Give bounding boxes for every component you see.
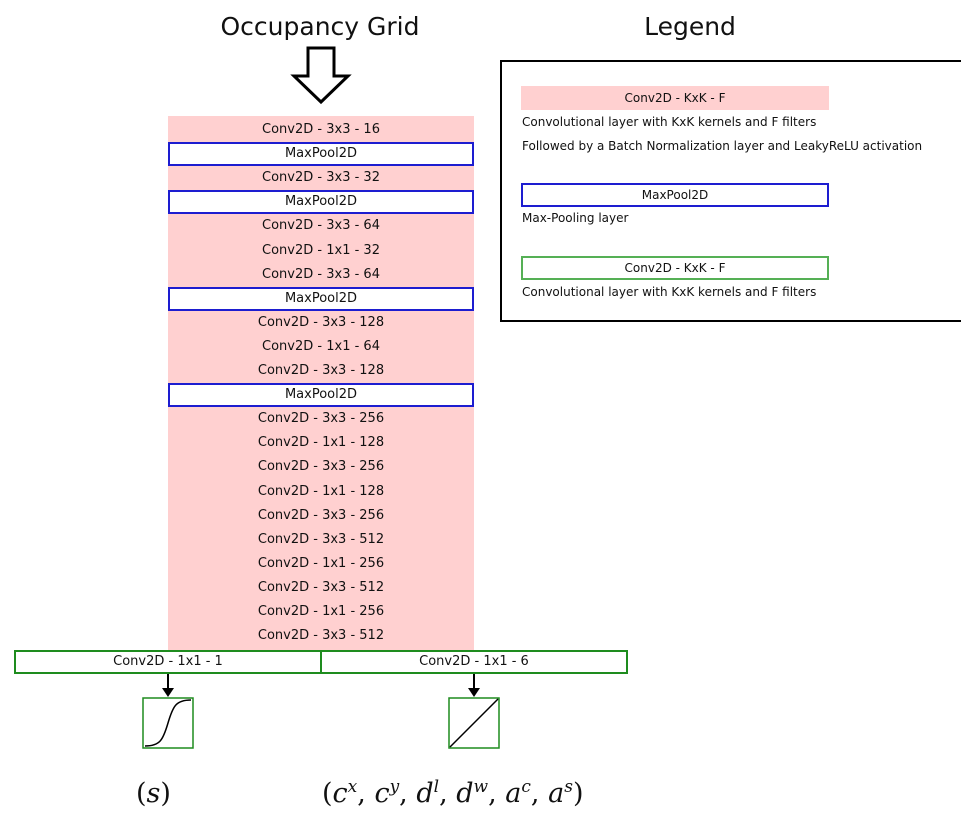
legend-head-desc: Convolutional layer with KxK kernels and… — [522, 285, 817, 299]
legend-pool-desc: Max-Pooling layer — [522, 211, 629, 225]
conv-layer: Conv2D - 1x1 - 128 — [257, 484, 385, 499]
linear-icon — [448, 697, 500, 749]
output-term: dl — [416, 777, 440, 809]
legend-pool-swatch: MaxPool2D — [521, 183, 829, 207]
output-left-math: (s) — [136, 778, 171, 809]
conv-layer: Conv2D - 3x3 - 512 — [257, 628, 385, 643]
output-term: dw — [456, 777, 489, 809]
conv-layer: Conv2D - 1x1 - 128 — [257, 435, 385, 450]
conv-layer: Conv2D - 3x3 - 64 — [262, 267, 380, 282]
output-right-math: (cx, cy, dl, dw, ac, as) — [322, 777, 584, 809]
head-conv-right: Conv2D - 1x1 - 6 — [320, 650, 628, 674]
conv-layer: Conv2D - 3x3 - 128 — [257, 315, 385, 330]
maxpool-layer: MaxPool2D — [168, 287, 474, 311]
maxpool-layer: MaxPool2D — [168, 383, 474, 407]
input-title: Occupancy Grid — [220, 12, 420, 41]
legend-conv-swatch: Conv2D - KxK - F — [521, 86, 829, 110]
conv-layer: Conv2D - 3x3 - 256 — [257, 508, 385, 523]
head-right-arrow-icon — [468, 674, 480, 697]
input-arrow-icon — [290, 46, 352, 105]
output-term: as — [548, 777, 573, 809]
conv-layer: Conv2D - 3x3 - 256 — [257, 411, 385, 426]
maxpool-layer: MaxPool2D — [168, 190, 474, 214]
legend-title: Legend — [644, 12, 736, 41]
head-conv-left: Conv2D - 1x1 - 1 — [14, 650, 322, 674]
conv-layer: Conv2D - 3x3 - 128 — [257, 363, 385, 378]
legend-head-swatch: Conv2D - KxK - F — [521, 256, 829, 280]
sigmoid-icon — [142, 697, 194, 749]
conv-layer: Conv2D - 3x3 - 512 — [257, 580, 385, 595]
maxpool-layer: MaxPool2D — [168, 142, 474, 166]
conv-layer: Conv2D - 3x3 - 256 — [257, 459, 385, 474]
output-term: cy — [374, 777, 400, 809]
output-term: ac — [505, 777, 531, 809]
conv-layer: Conv2D - 1x1 - 256 — [257, 556, 385, 571]
head-left-arrow-icon — [162, 674, 174, 697]
conv-layer: Conv2D - 1x1 - 32 — [262, 243, 380, 258]
conv-layer: Conv2D - 3x3 - 512 — [257, 532, 385, 547]
output-heads-graphic — [142, 674, 500, 749]
legend-conv-desc2: Followed by a Batch Normalization layer … — [522, 139, 923, 153]
conv-layer: Conv2D - 3x3 - 16 — [262, 122, 380, 137]
output-term: cx — [332, 777, 358, 809]
conv-layer: Conv2D - 3x3 - 32 — [262, 170, 380, 185]
conv-layer: Conv2D - 3x3 - 64 — [262, 218, 380, 233]
legend-conv-desc: Convolutional layer with KxK kernels and… — [522, 115, 817, 129]
conv-layer: Conv2D - 1x1 - 64 — [262, 339, 380, 354]
conv-layer: Conv2D - 1x1 - 256 — [257, 604, 385, 619]
